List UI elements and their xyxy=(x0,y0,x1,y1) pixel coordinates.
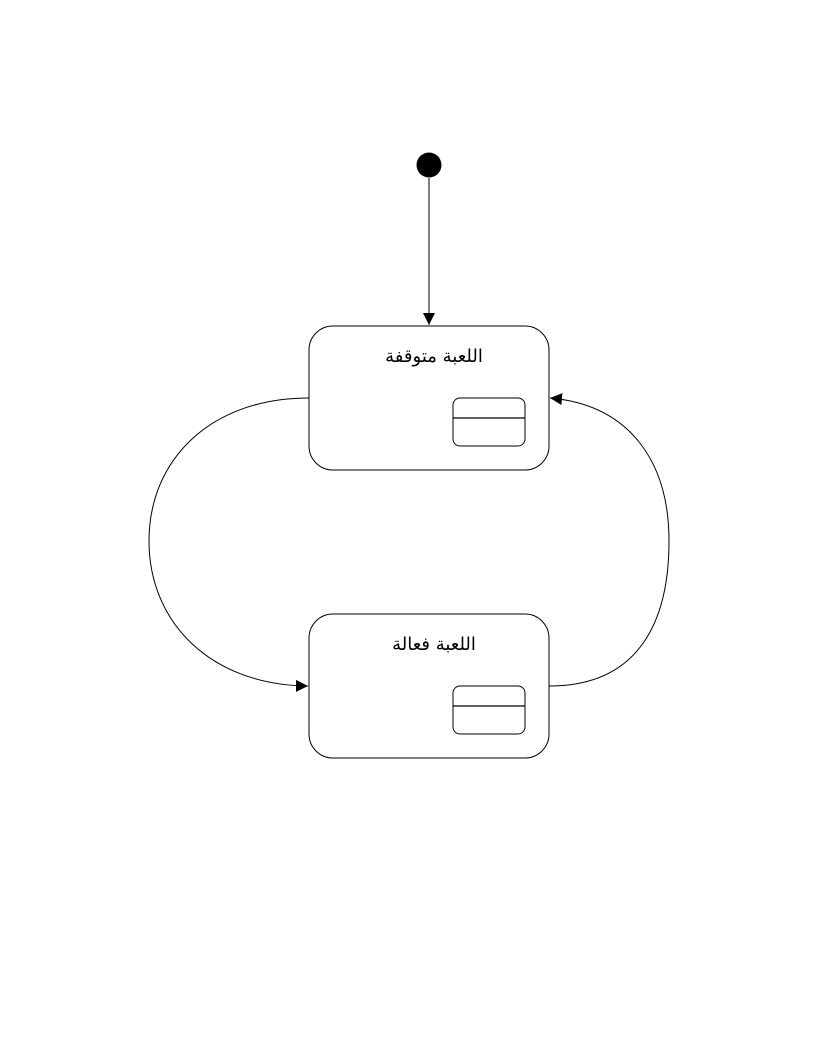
transition-active-to-paused xyxy=(548,393,670,687)
composite-state-icon xyxy=(452,685,526,735)
state-active[interactable]: اللعبة فعالة xyxy=(308,613,550,759)
state-paused[interactable]: اللعبة متوقفة xyxy=(308,325,550,471)
state-paused-title: اللعبة متوقفة xyxy=(385,346,483,367)
state-active-title: اللعبة فعالة xyxy=(392,634,476,655)
composite-state-icon xyxy=(452,397,526,447)
initial-node xyxy=(416,152,442,178)
transition-paused-to-active xyxy=(148,397,310,692)
